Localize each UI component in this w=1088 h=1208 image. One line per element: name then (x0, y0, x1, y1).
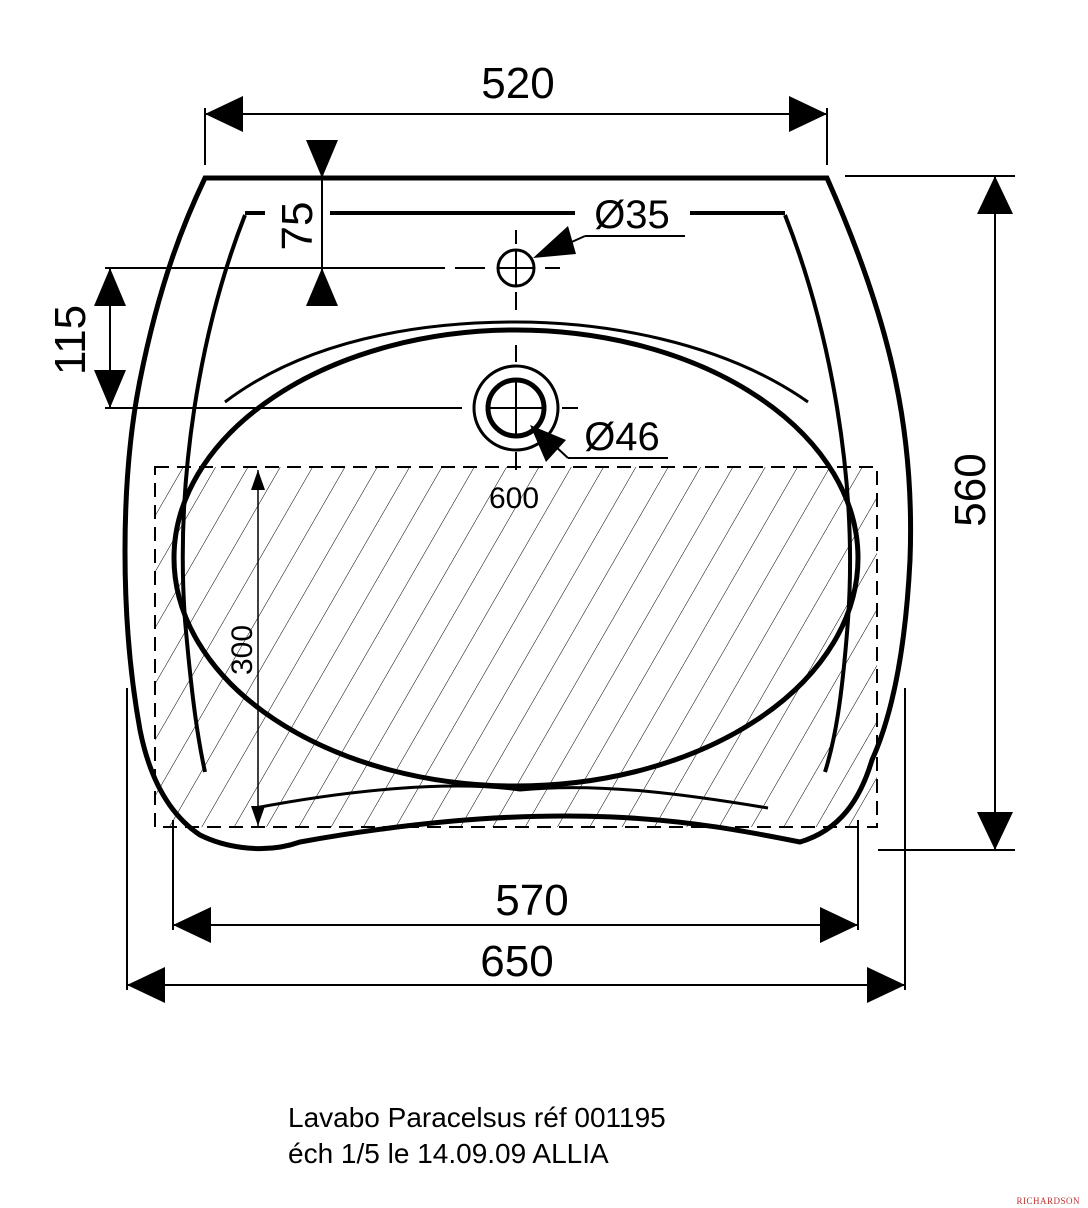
basin-outer-outline (122, 175, 914, 852)
dimension-zone-height: 300 (226, 470, 265, 826)
rim-left (180, 214, 247, 773)
dimension-depth: 560 (845, 175, 1015, 851)
caption-line-2: éch 1/5 le 14.09.09 ALLIA (288, 1138, 609, 1169)
drain-hole (430, 345, 578, 470)
bowl-front-lip (254, 784, 769, 810)
label-zone-height: 300 (226, 625, 259, 675)
watermark: RICHARDSON (1016, 1196, 1080, 1206)
tap-hole (455, 230, 560, 310)
clearance-zone (154, 466, 878, 828)
dimension-outer-width: 650 (126, 688, 906, 1003)
dimension-label-tap-to-drain: 115 (46, 305, 95, 375)
dimension-label-inner-width: 570 (495, 876, 568, 925)
dimension-label-top-width: 520 (481, 59, 554, 108)
dimension-label-outer-width: 650 (480, 937, 553, 986)
bowl-outline (171, 327, 861, 789)
label-drain-hole: Ø46 (584, 415, 660, 459)
caption-line-1: Lavabo Paracelsus réf 001195 (288, 1102, 666, 1133)
dimension-label-depth: 560 (946, 453, 995, 526)
dimension-label-tap-offset: 75 (273, 202, 322, 251)
rim-right (783, 214, 853, 773)
dimension-inner-width: 570 (172, 820, 859, 943)
dimension-tap-to-drain: 115 (46, 267, 445, 409)
leader-tap-hole: Ø35 (533, 193, 685, 258)
dimension-top-width: 520 (204, 59, 828, 165)
drawing-caption: Lavabo Paracelsus réf 001195 éch 1/5 le … (288, 1100, 666, 1172)
label-zone-width: 600 (489, 482, 539, 515)
dimension-tap-offset: 75 (273, 140, 338, 306)
label-tap-hole: Ø35 (594, 193, 670, 237)
bowl-inner-arc (224, 320, 809, 404)
leader-drain-hole: Ø46 (530, 415, 668, 462)
